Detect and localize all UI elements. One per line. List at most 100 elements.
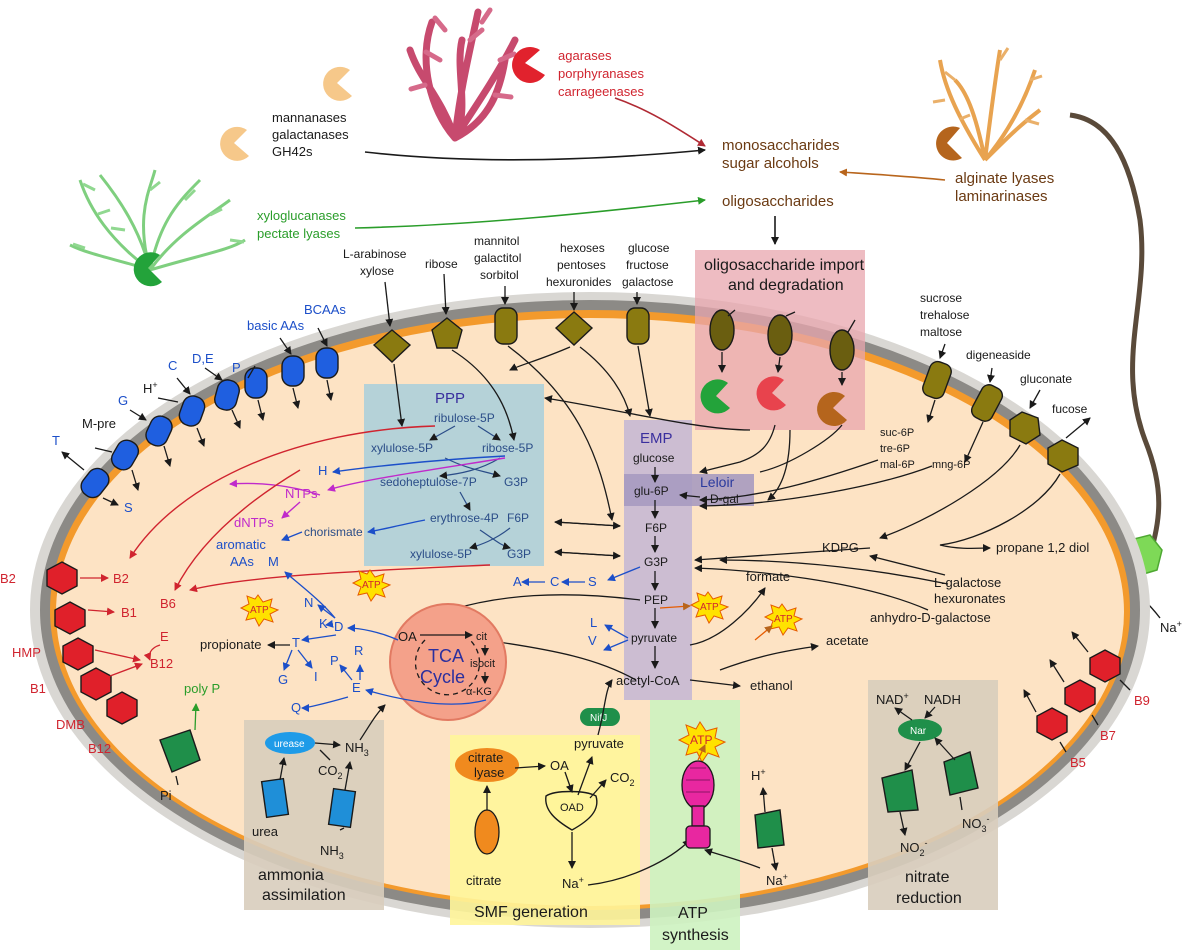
na-right-label: Na+ <box>766 872 788 888</box>
urea-transporter <box>260 777 290 819</box>
svg-text:ATP: ATP <box>250 605 269 616</box>
transporter-ribose <box>431 317 463 349</box>
nitrate-no2: NO2- <box>900 838 928 858</box>
emp-glu6p: glu-6P <box>634 484 669 498</box>
nitrate-box-title-2: reduction <box>896 890 962 907</box>
substrate-sorbitol: sorbitol <box>480 268 519 282</box>
substrate-gluconate: gluconate <box>1020 372 1072 386</box>
smf-na: Na+ <box>562 875 584 891</box>
tca-title-2: Cycle <box>420 667 465 687</box>
atp-star-3: ATP <box>689 591 730 624</box>
enzyme-galactanases: galactanases <box>272 127 349 142</box>
citrate-lyase-label-1: citrate <box>468 750 503 765</box>
label-m-pre: M-pre <box>82 416 116 431</box>
na-h-antiporter <box>754 809 785 849</box>
citrate-lyase-enzyme <box>455 748 519 782</box>
transporter-fucose <box>1047 439 1079 473</box>
emp-glucose: glucose <box>633 451 675 465</box>
vit-b5: B5 <box>1070 755 1086 770</box>
enzyme-carrageenases: carrageenases <box>558 84 644 99</box>
substrate-digeneaside: digeneaside <box>966 348 1031 362</box>
substrate-xylose: xylose <box>360 264 394 278</box>
vit-b1-in: B1 <box>121 605 137 620</box>
ammonia-nh3: NH3 <box>345 740 369 758</box>
atp-star-2: ATP <box>239 594 280 627</box>
nitrate-nad: NAD+ <box>876 691 909 707</box>
smf-oa: OA <box>550 758 569 773</box>
substrate-hexuronides: hexuronides <box>546 275 611 289</box>
right-hexuronates: hexuronates <box>934 591 1006 606</box>
atp-box-title-2: synthesis <box>662 927 729 944</box>
enzyme-mannanases: mannanases <box>272 110 347 125</box>
transporter-arabinose <box>372 329 412 363</box>
label-t: T <box>52 433 60 448</box>
transporter-sucrose <box>922 360 952 400</box>
pacman-brown-icon <box>936 126 962 161</box>
transporter-oligo-2 <box>767 314 793 356</box>
tca-akg: α-KG <box>466 686 492 698</box>
nifj-enzyme <box>580 708 620 726</box>
pacman-red-small-icon <box>756 376 786 411</box>
right-anhydro: anhydro-D-galactose <box>870 610 991 625</box>
tca-aa-m: M <box>268 554 279 569</box>
label-c: C <box>168 358 177 373</box>
label-basic-aas: basic AAs <box>247 318 305 333</box>
nh3-transporter <box>327 787 357 829</box>
tca-oa: OA <box>398 629 417 644</box>
smf-box-title: SMF generation <box>474 904 588 921</box>
substrate-trehalose: trehalose <box>920 308 970 322</box>
tca-isocit: isocit <box>470 658 495 670</box>
vit-dmb: DMB <box>56 717 85 732</box>
ppp-xylulose-5p-2: xylulose-5P <box>410 547 472 561</box>
label-p: P <box>232 360 241 375</box>
substrate-galactose: galactose <box>622 275 674 289</box>
aa-v: V <box>588 633 597 648</box>
substrate-ribose: ribose <box>425 257 458 271</box>
label-g: G <box>118 393 128 408</box>
substrate-l-arabinose: L-arabinose <box>343 247 407 261</box>
tca-aa-d: D <box>334 619 343 634</box>
emp-pep: PEP <box>644 593 668 607</box>
ppp-ribulose-5p: ribulose-5P <box>434 411 495 425</box>
tca-aa-r: R <box>354 643 363 658</box>
vit-b2-out: B2 <box>0 571 16 586</box>
right-suc6p: suc-6P <box>880 427 914 439</box>
substrate-glucose: glucose <box>628 241 670 255</box>
smf-co2: CO2 <box>610 770 635 788</box>
transporter-oligo-3 <box>829 329 855 371</box>
nitrate-no3: NO3- <box>962 814 990 834</box>
emp-title: EMP <box>640 430 673 447</box>
transporter-oligo-1 <box>709 309 735 351</box>
tca-propionate: propionate <box>200 637 261 652</box>
atp-star-4: ATP <box>763 603 804 636</box>
right-tre6p: tre-6P <box>880 443 910 455</box>
nifj-label: NifJ <box>590 713 607 724</box>
vitamin-transporters-right <box>1036 649 1121 741</box>
enzyme-xyloglucanases: xyloglucanases <box>257 208 346 223</box>
ammonia-nh3-out: NH3 <box>320 843 344 861</box>
nar-label: Nar <box>910 726 927 737</box>
vit-b2-in: B2 <box>113 571 129 586</box>
right-propane: propane 1,2 diol <box>996 540 1089 555</box>
ppp-g3p-2: G3P <box>507 547 531 561</box>
nitrate-nadh: NADH <box>924 692 961 707</box>
leloir-title: Leloir <box>700 474 735 490</box>
smf-pyruvate: pyruvate <box>574 736 624 751</box>
vit-e: E <box>160 629 169 644</box>
nitrate-box-title-1: nitrate <box>905 869 950 886</box>
tca-aa-g: G <box>278 672 288 687</box>
vit-b1-out: B1 <box>30 681 46 696</box>
left-aas: AAs <box>230 554 254 569</box>
tca-aa-n: N <box>304 595 313 610</box>
red-seaweed <box>406 7 545 142</box>
left-aromatic: aromatic <box>216 537 266 552</box>
ppp-box <box>364 384 544 566</box>
pi-transporter <box>159 729 201 773</box>
product-oligosaccharides: oligosaccharides <box>722 193 834 210</box>
tca-aa-p: P <box>330 653 339 668</box>
substrate-pentoses: pentoses <box>557 258 606 272</box>
pacman-green-small-icon <box>700 379 730 414</box>
ammonia-box-title-2: assimilation <box>262 887 346 904</box>
